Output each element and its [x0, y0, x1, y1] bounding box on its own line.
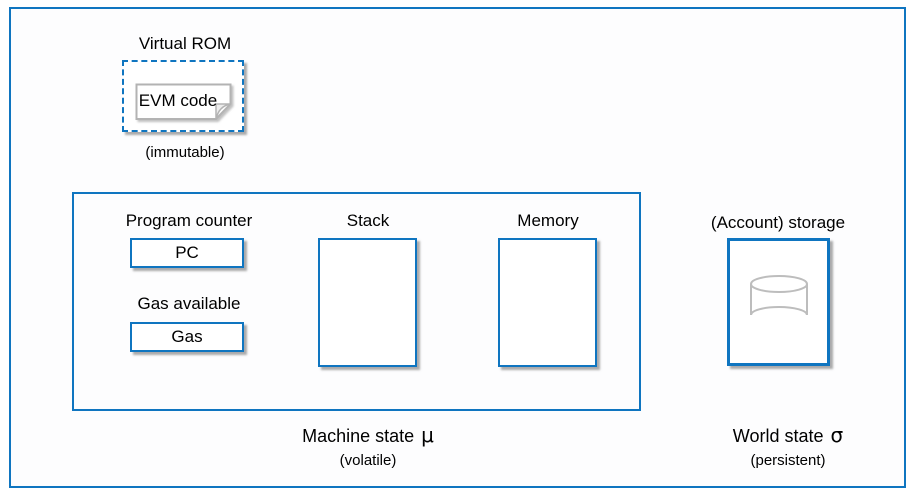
memory-label: Memory	[517, 211, 579, 230]
world-state-caption-text: World state	[732, 426, 824, 446]
program-counter-label: Program counter	[125, 211, 253, 230]
account-storage-label: (Account) storage	[710, 213, 846, 232]
world-state-caption-sub: (persistent)	[750, 452, 826, 469]
machine-state-caption-sub: (volatile)	[339, 452, 397, 469]
virtual-rom-box: EVM code	[122, 60, 244, 132]
evm-code-note: EVM code	[135, 83, 232, 121]
machine-state-box	[72, 192, 641, 411]
virtual-rom-caption: (immutable)	[145, 144, 225, 161]
world-state-caption: World state σ	[688, 423, 888, 448]
machine-state-caption-text: Machine state	[302, 426, 415, 446]
gas-available-label: Gas available	[137, 294, 241, 313]
database-cylinder-icon	[748, 274, 810, 331]
machine-state-caption: Machine state μ	[268, 423, 468, 448]
gas-value: Gas	[171, 327, 203, 346]
stack-box	[318, 238, 417, 367]
world-state-sigma-symbol: σ	[830, 423, 844, 447]
stack-label: Stack	[346, 211, 390, 230]
program-counter-value: PC	[175, 243, 199, 262]
program-counter-box: PC	[130, 238, 244, 268]
memory-box	[498, 238, 597, 367]
gas-box: Gas	[130, 322, 244, 352]
account-storage-box	[727, 238, 830, 366]
virtual-rom-label: Virtual ROM	[138, 34, 232, 53]
evm-code-label: EVM code	[138, 90, 218, 110]
machine-state-mu-symbol: μ	[421, 423, 434, 447]
